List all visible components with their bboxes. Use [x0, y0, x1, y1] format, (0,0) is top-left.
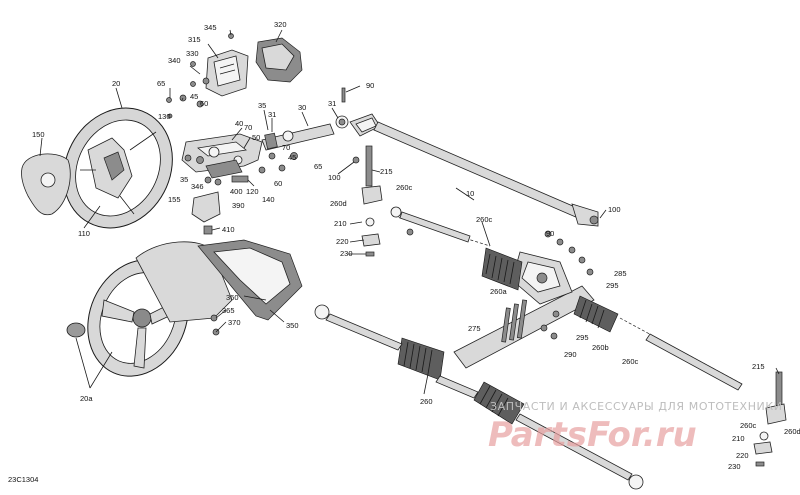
callout-20: 20	[112, 79, 120, 88]
intermediate-shaft	[373, 121, 599, 227]
callout-130: 130	[158, 112, 171, 121]
callout-315: 315	[188, 35, 201, 44]
callout-140: 140	[262, 195, 275, 204]
callout-350: 350	[286, 321, 299, 330]
callout-275: 275	[468, 324, 481, 333]
rack-hardware	[501, 230, 594, 343]
steering-wheel-cover	[21, 153, 71, 216]
gauge-cover	[255, 37, 303, 83]
callout-285: 285	[614, 269, 627, 278]
callout-60-lower: 60	[274, 179, 282, 188]
callout-100-left: 100	[328, 173, 341, 182]
callout-295-upper: 295	[606, 281, 619, 290]
callout-31-left: 31	[268, 110, 276, 119]
callout-10: 10	[466, 189, 474, 198]
callout-45-upper: 45	[190, 92, 198, 101]
callout-120: 120	[246, 187, 259, 196]
callout-260: 260	[420, 397, 433, 406]
callout-365: 365	[222, 306, 235, 315]
callout-260d-upper: 260d	[330, 199, 347, 208]
callout-230-upper: 230	[340, 249, 353, 258]
callout-155: 155	[168, 195, 181, 204]
callout-65-upper: 65	[157, 79, 165, 88]
callout-260c-lower: 260c	[622, 357, 639, 366]
gauge-cluster-housing	[205, 49, 249, 97]
watermark-tagline: ЗАПЧАСТИ И АКСЕССУАРЫ ДЛЯ МОТОТЕХНИКИ	[490, 400, 783, 413]
callout-40: 40	[235, 119, 243, 128]
callout-90-lower: 90	[546, 229, 554, 238]
callout-290: 290	[564, 350, 577, 359]
figure-code: 23C1304	[8, 475, 38, 484]
callout-230-lower: 230	[728, 462, 741, 471]
callout-345: 345	[204, 23, 217, 32]
callout-45-lower: 45	[288, 153, 296, 162]
callout-320: 320	[274, 20, 287, 29]
callout-30: 30	[298, 103, 306, 112]
callout-390: 390	[232, 201, 245, 210]
callout-35-lower: 35	[180, 175, 188, 184]
watermark-logo: PartsFor.ru	[488, 415, 697, 455]
callout-410: 410	[222, 225, 235, 234]
callout-220-lower: 220	[736, 451, 749, 460]
callout-215-upper: 215	[380, 167, 393, 176]
callout-260c-right: 260c	[740, 421, 757, 430]
callout-70-lower: 70	[282, 143, 290, 152]
callout-260a: 260a	[490, 287, 508, 296]
callout-340: 340	[168, 56, 181, 65]
callout-35-upper: 35	[258, 101, 266, 110]
callout-50: 50	[252, 133, 260, 142]
dash-panel	[135, 239, 303, 323]
callout-400: 400	[230, 187, 243, 196]
column-small-parts	[184, 87, 414, 236]
callout-260c-upper: 260c	[396, 183, 413, 192]
callout-360: 360	[226, 293, 239, 302]
lower-bracket	[191, 191, 221, 336]
leader-lines	[39, 29, 780, 395]
callout-346: 346	[191, 182, 204, 191]
callout-60-upper: 60	[200, 99, 208, 108]
callout-210-lower: 210	[732, 434, 745, 443]
callout-215-lower: 215	[752, 362, 765, 371]
callout-220-upper: 220	[336, 237, 349, 246]
callout-70-upper: 70	[244, 123, 252, 132]
callout-210-upper: 210	[334, 219, 347, 228]
steering-wheel	[63, 107, 173, 229]
callout-100-right: 100	[608, 205, 621, 214]
callout-295-lower: 295	[576, 333, 589, 342]
part-callouts: 345 320 315 330 340 20 65 45 60 90 35 31…	[32, 20, 800, 471]
rack-bellows	[397, 247, 619, 425]
column-bracket	[181, 133, 263, 179]
tie-rod-end-left	[361, 145, 402, 257]
callout-65-lower: 65	[314, 162, 322, 171]
universal-joint	[349, 113, 381, 137]
callout-90-upper: 90	[366, 81, 374, 90]
callout-150: 150	[32, 130, 45, 139]
tie-rod-end-right	[753, 371, 787, 467]
callout-20a: 20a	[80, 394, 93, 403]
callout-330: 330	[186, 49, 199, 58]
callout-260c-mid: 260c	[476, 215, 493, 224]
small-hardware-top	[166, 33, 234, 119]
callout-31-right: 31	[328, 99, 336, 108]
callout-260b: 260b	[592, 343, 609, 352]
callout-110: 110	[78, 229, 90, 238]
steering-column-shaft	[261, 115, 349, 151]
watermark: ЗАПЧАСТИ И АКСЕССУАРЫ ДЛЯ МОТОТЕХНИКИ Pa…	[488, 400, 783, 455]
tie-rods	[314, 211, 743, 490]
steering-rack-housing	[453, 251, 595, 369]
callout-370: 370	[228, 318, 241, 327]
callout-260d-right: 260d	[784, 427, 800, 436]
